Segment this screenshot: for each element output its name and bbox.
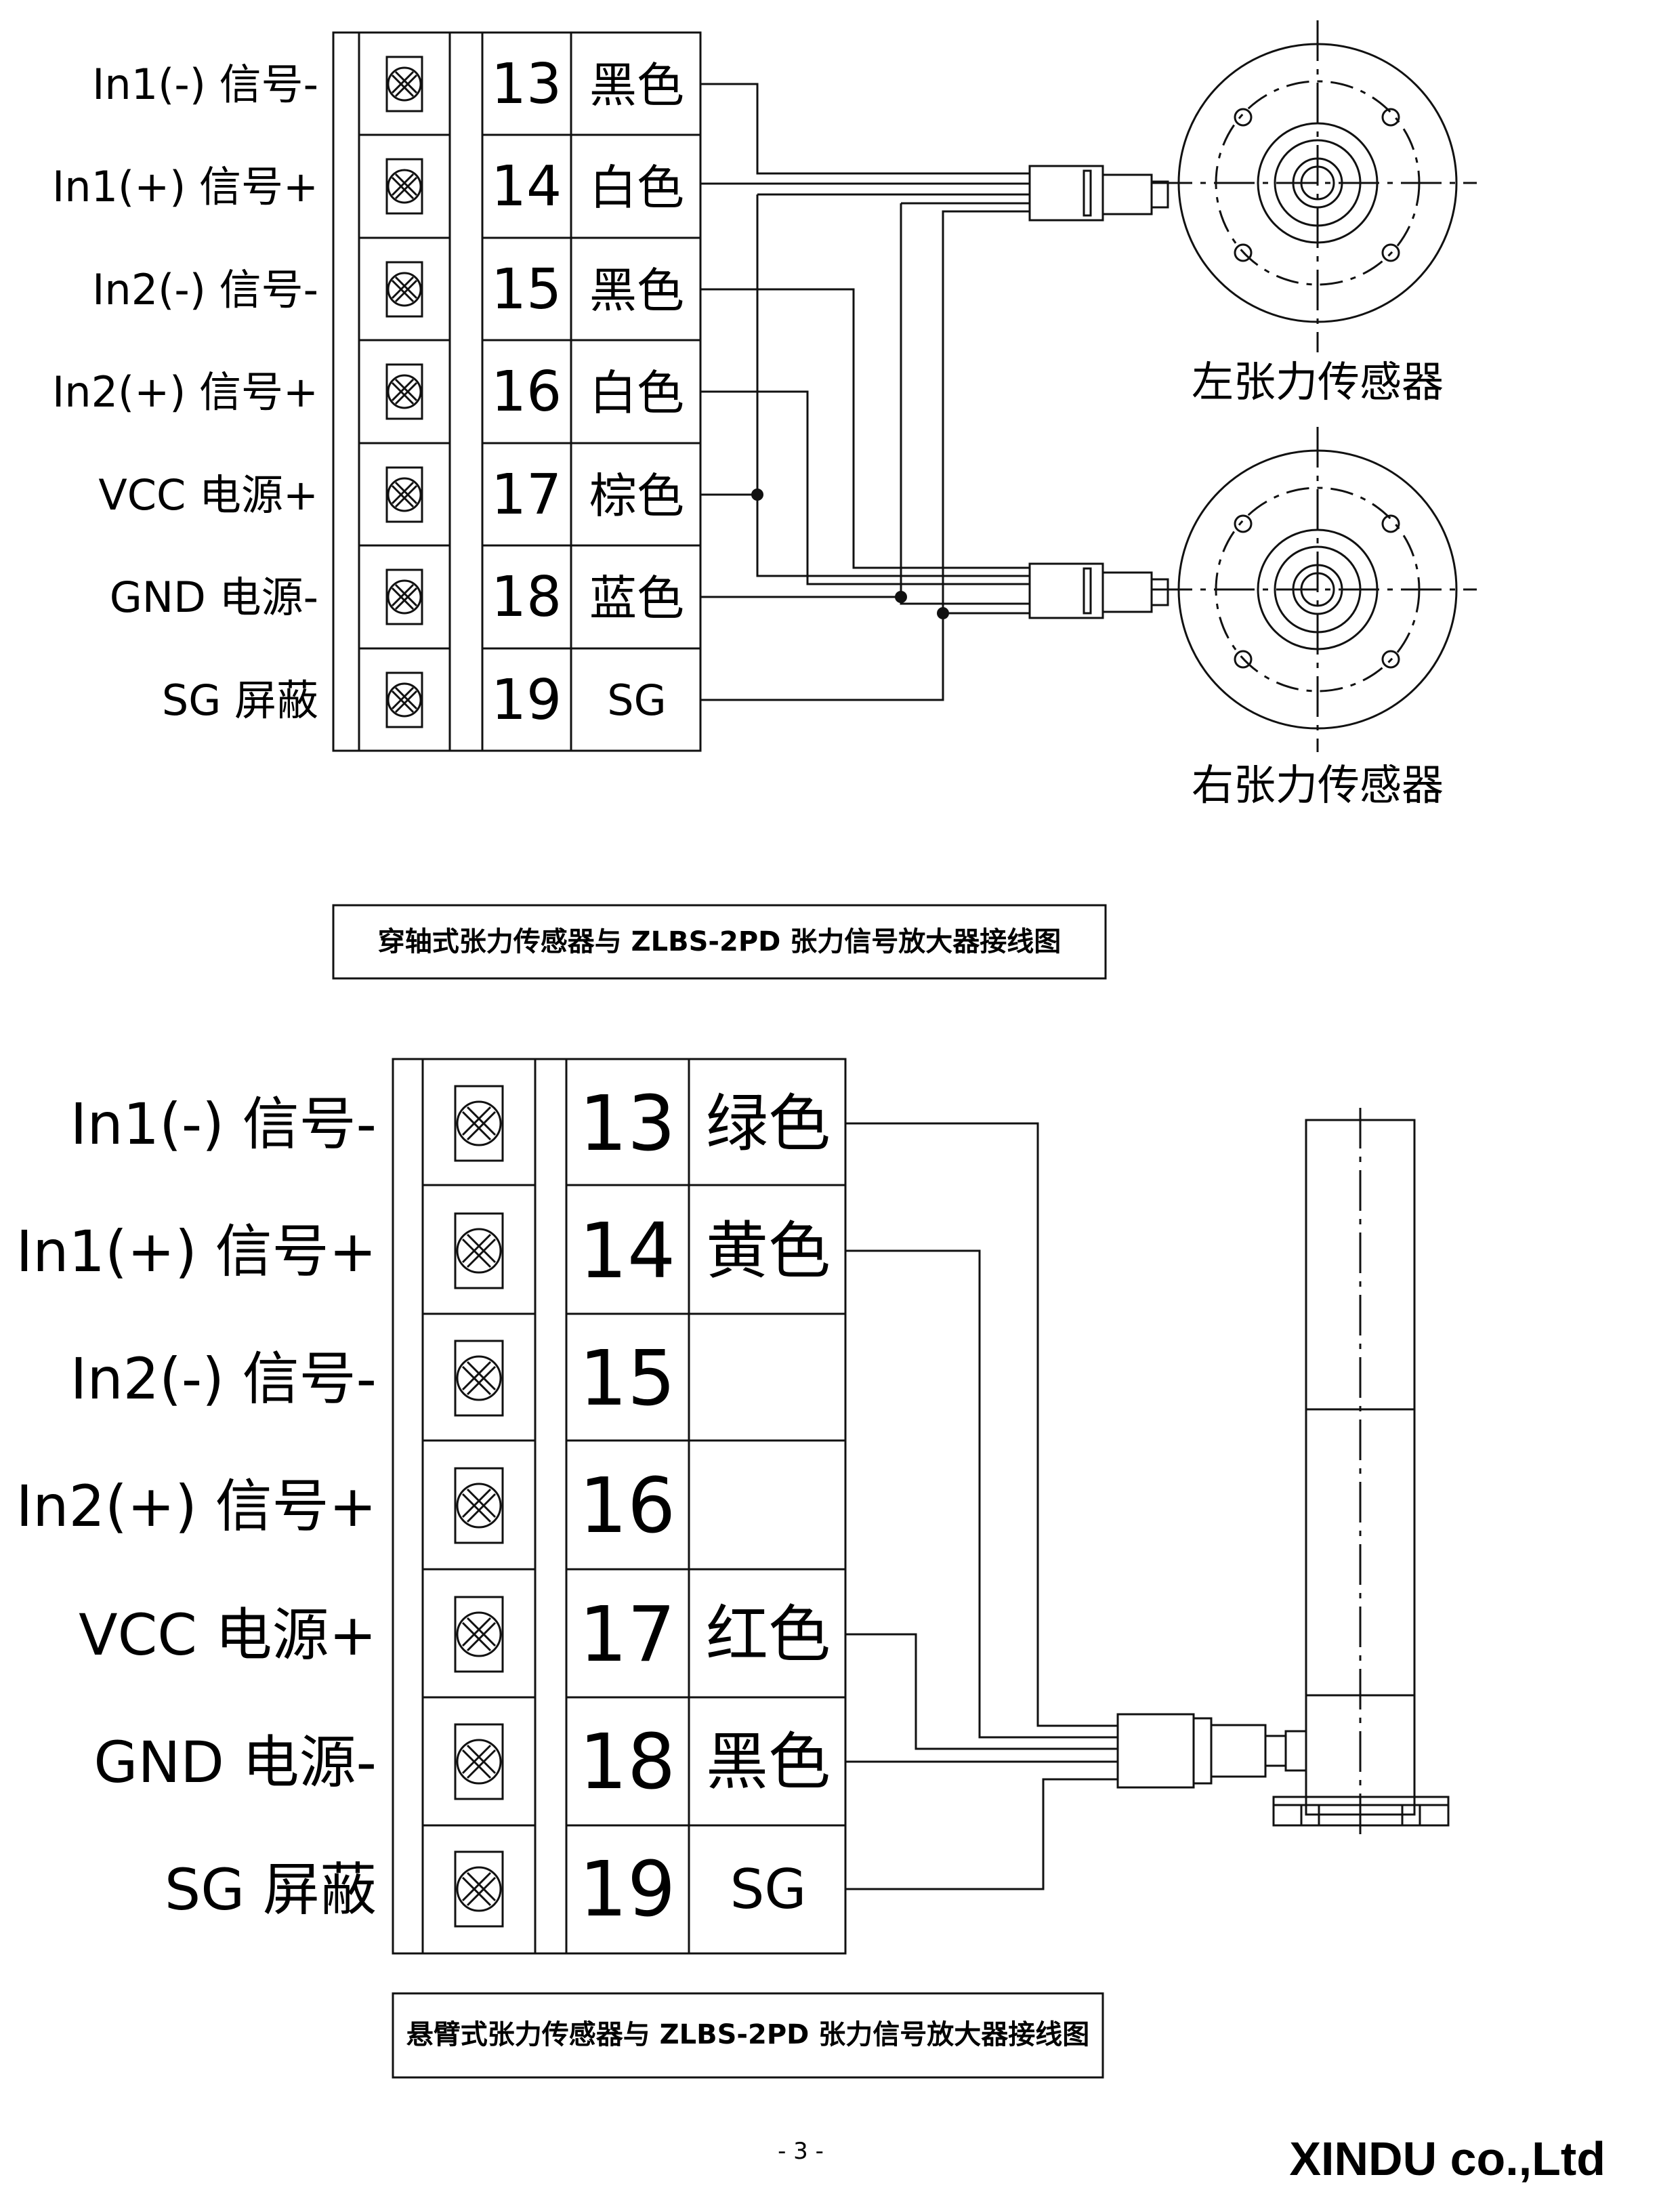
terminal-number: 15 bbox=[491, 257, 562, 322]
caption-box bbox=[332, 904, 1107, 980]
terminal-number: 15 bbox=[579, 1335, 676, 1423]
diagram1-wires bbox=[700, 83, 1030, 701]
terminal-screw-icon bbox=[454, 1340, 504, 1417]
terminal-screw-icon bbox=[454, 1085, 504, 1162]
signal-label: VCC 电源+ bbox=[79, 1602, 377, 1668]
wire-color-label: 黑色 bbox=[706, 1726, 831, 1798]
left-sensor-icon bbox=[1028, 20, 1477, 352]
terminal-number: 18 bbox=[491, 565, 562, 629]
terminal-screw-icon bbox=[385, 466, 423, 523]
wire-color-label: 黑色 bbox=[589, 58, 684, 113]
wire-color-label: 红色 bbox=[706, 1598, 831, 1671]
right-sensor-icon bbox=[1028, 427, 1477, 752]
diagram2-wires bbox=[845, 1122, 1118, 1890]
terminal-number: 16 bbox=[491, 360, 562, 424]
terminal-screw-icon bbox=[454, 1596, 504, 1673]
wire-color-label: 绿色 bbox=[706, 1087, 831, 1160]
terminal-screw-icon bbox=[385, 158, 423, 215]
terminal-screw-icon bbox=[454, 1212, 504, 1289]
wire-color-label: 白色 bbox=[589, 160, 684, 215]
wire-color-label: 黄色 bbox=[706, 1215, 831, 1287]
terminal-screw-icon bbox=[385, 363, 423, 420]
terminal-screw-icon bbox=[385, 671, 423, 728]
page-number: - 3 - bbox=[778, 2138, 824, 2165]
diagram1-signal-labels: In1(-) 信号- In1(+) 信号+ In2(-) 信号- In2(+) … bbox=[52, 60, 318, 725]
terminal-screw-icon bbox=[454, 1723, 504, 1800]
signal-label: GND 电源- bbox=[110, 573, 318, 622]
diagram1-junction-dots bbox=[751, 489, 949, 619]
diagram2-signal-labels: In1(-) 信号- In1(+) 信号+ In2(-) 信号- In2(+) … bbox=[16, 1091, 377, 1923]
terminal-number: 18 bbox=[579, 1718, 676, 1806]
wire-color-label: SG bbox=[607, 676, 666, 725]
company-name: XINDU co.,Ltd bbox=[1289, 2132, 1605, 2185]
terminal-number: 13 bbox=[579, 1080, 676, 1168]
diagram1-terminal-block bbox=[332, 31, 702, 752]
diagram1-wire-colors: 黑色 白色 黑色 白色 棕色 蓝色 SG bbox=[589, 58, 684, 725]
signal-label: In1(+) 信号+ bbox=[16, 1218, 377, 1285]
terminal-screw-icon bbox=[454, 1467, 504, 1544]
diagram2-caption: 悬臂式张力传感器与 ZLBS-2PD 张力信号放大器接线图 bbox=[406, 2019, 1090, 2050]
caption-box bbox=[392, 1992, 1104, 2079]
diagram2-terminal-block bbox=[392, 1058, 847, 1955]
signal-label: SG 屏蔽 bbox=[165, 1857, 377, 1923]
diagram2-screws bbox=[454, 1085, 504, 1928]
terminal-number: 14 bbox=[579, 1207, 676, 1296]
wire-color-label: 棕色 bbox=[589, 468, 684, 524]
diagram1-caption: 穿轴式张力传感器与 ZLBS-2PD 张力信号放大器接线图 bbox=[378, 926, 1062, 957]
diagram2-terminal-numbers: 13 14 15 16 17 18 19 bbox=[579, 1080, 676, 1934]
cantilever-sensor-icon bbox=[1116, 1108, 1450, 1838]
diagram2-wire-colors: 绿色 黄色 红色 黑色 SG bbox=[706, 1087, 831, 1921]
terminal-number: 17 bbox=[579, 1591, 676, 1679]
terminal-screw-icon bbox=[385, 568, 423, 625]
terminal-number: 14 bbox=[491, 154, 562, 219]
terminal-number: 13 bbox=[491, 52, 562, 117]
right-sensor-label: 右张力传感器 bbox=[1192, 760, 1444, 810]
signal-label: VCC 电源+ bbox=[98, 470, 318, 520]
terminal-number: 17 bbox=[491, 463, 562, 527]
signal-label: GND 电源- bbox=[93, 1729, 377, 1796]
signal-label: In1(+) 信号+ bbox=[52, 162, 318, 211]
terminal-screw-icon bbox=[454, 1850, 504, 1928]
signal-label: In2(-) 信号- bbox=[92, 265, 318, 314]
terminal-number: 19 bbox=[491, 668, 562, 732]
diagram1-terminal-numbers: 13 14 15 16 17 18 19 bbox=[491, 52, 562, 732]
terminal-number: 16 bbox=[579, 1462, 676, 1550]
signal-label: In2(-) 信号- bbox=[70, 1346, 377, 1412]
left-sensor-label: 左张力传感器 bbox=[1192, 357, 1444, 407]
wire-color-label: SG bbox=[730, 1858, 807, 1921]
wire-color-label: 白色 bbox=[589, 365, 684, 421]
signal-label: SG 屏蔽 bbox=[162, 676, 318, 725]
terminal-screw-icon bbox=[385, 261, 423, 318]
terminal-number: 19 bbox=[579, 1846, 676, 1934]
signal-label: In1(-) 信号- bbox=[92, 60, 318, 109]
diagram1-screws bbox=[385, 56, 423, 728]
wire-color-label: 黑色 bbox=[589, 263, 684, 318]
wire-color-label: 蓝色 bbox=[589, 571, 684, 626]
signal-label: In2(+) 信号+ bbox=[16, 1473, 377, 1539]
signal-label: In1(-) 信号- bbox=[70, 1091, 377, 1157]
terminal-screw-icon bbox=[385, 56, 423, 112]
signal-label: In2(+) 信号+ bbox=[52, 367, 318, 417]
